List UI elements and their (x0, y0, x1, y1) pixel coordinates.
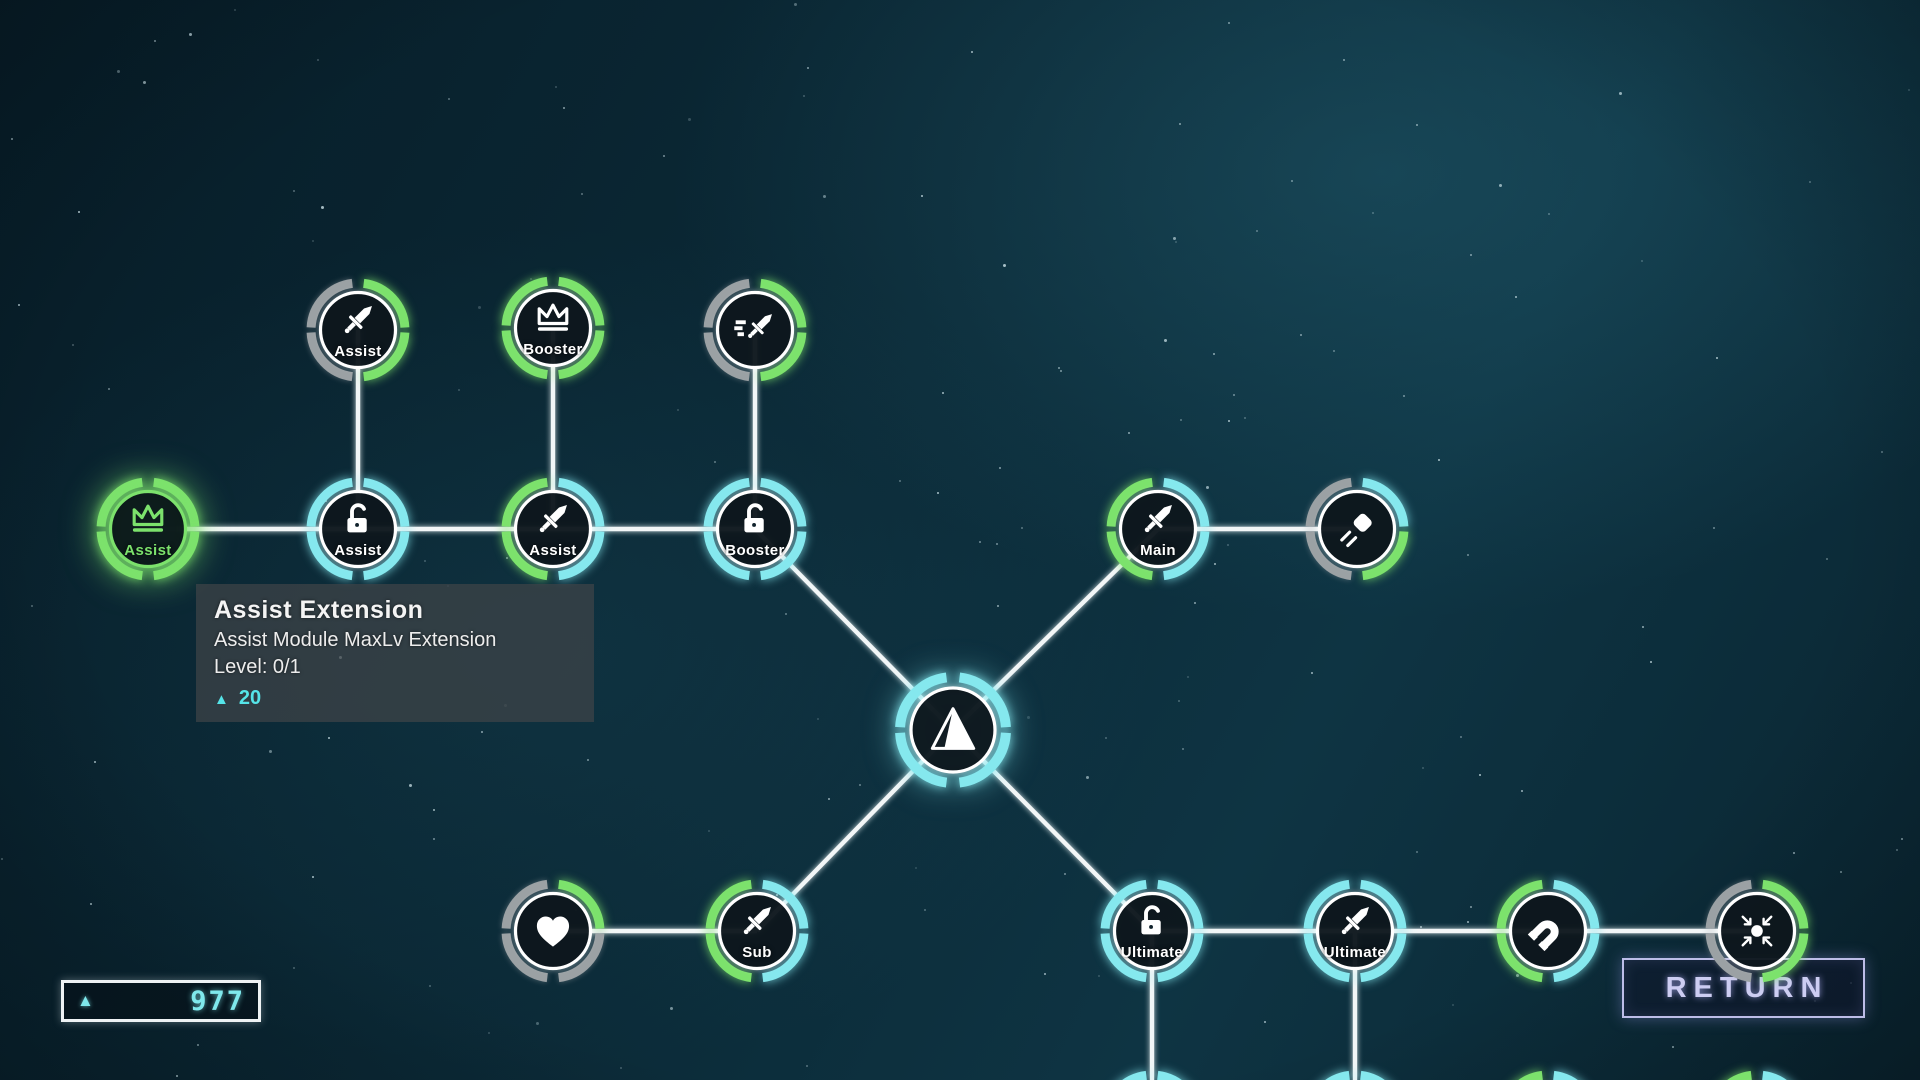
skill-node-label: Assist (124, 542, 172, 559)
skill-node-booster-speed[interactable] (695, 270, 815, 390)
currency-counter: ▲ 977 (61, 980, 261, 1022)
skill-node-label: Sub (742, 944, 772, 961)
skill-node-main-power[interactable]: Main (1098, 469, 1218, 589)
skill-node-collect[interactable] (1697, 871, 1817, 991)
pyramid-icon (930, 707, 976, 750)
tooltip-description: Assist Module MaxLv Extension (214, 628, 497, 651)
dagger-icon (743, 906, 771, 935)
skill-tooltip: Assist Extension Assist Module MaxLv Ext… (196, 584, 594, 722)
skill-node-sub-heart[interactable] (493, 871, 613, 991)
skill-node-offscreen-3[interactable] (1488, 1062, 1608, 1080)
skill-node-magnet[interactable] (1488, 871, 1608, 991)
lock-open-icon (347, 503, 367, 533)
lock-open-icon (744, 503, 764, 533)
missile-icon (1340, 513, 1372, 548)
skill-node-label: Assist (529, 542, 577, 559)
skill-node-assist-extension[interactable]: Assist (298, 270, 418, 390)
skill-node-ultimate-power[interactable]: Ultimate (1295, 871, 1415, 991)
skill-node-offscreen-1[interactable] (1092, 1062, 1212, 1080)
skill-node-booster-unlock[interactable]: Booster (695, 469, 815, 589)
skill-node-assist-unlock[interactable]: Assist (298, 469, 418, 589)
skill-node-label: Booster (725, 542, 785, 559)
dagger-speed-icon (734, 314, 772, 339)
tooltip-cost-value: 20 (238, 686, 262, 709)
skill-node-label: Assist (334, 343, 382, 360)
dagger-icon (344, 305, 372, 334)
triangle-up-icon: ▲ (214, 690, 229, 708)
skill-node-main-missile[interactable] (1297, 469, 1417, 589)
skill-node-booster-core[interactable]: Booster (493, 268, 613, 388)
skill-node-offscreen-2[interactable] (1295, 1062, 1415, 1080)
lock-open-icon (1141, 905, 1161, 935)
currency-value: 977 (190, 985, 245, 1017)
heart-icon (536, 916, 570, 947)
skill-node-label: Ultimate (1120, 944, 1184, 961)
skill-node-label: Main (1140, 542, 1176, 559)
skill-node-assist-power[interactable]: Assist (493, 469, 613, 589)
magnet-icon (1527, 920, 1559, 952)
tooltip-level: Level: 0/1 (214, 656, 301, 679)
skill-node-core[interactable] (885, 662, 1021, 798)
crown-icon (132, 504, 164, 532)
tooltip-cost: ▲ 20 (214, 687, 576, 710)
skill-node-assist-core[interactable]: Assist (88, 469, 208, 589)
skill-node-sub-power[interactable]: Sub (697, 871, 817, 991)
triangle-up-icon: ▲ (77, 991, 94, 1010)
dagger-icon (539, 504, 567, 533)
crown-icon (537, 303, 569, 331)
skill-node-label: Booster (523, 341, 583, 358)
converge-icon (1741, 915, 1773, 947)
dagger-icon (1341, 906, 1369, 935)
skill-node-label: Assist (334, 542, 382, 559)
skill-node-label: Ultimate (1323, 944, 1387, 961)
skill-node-offscreen-4[interactable] (1697, 1062, 1817, 1080)
skill-node-ultimate-unlock[interactable]: Ultimate (1092, 871, 1212, 991)
dagger-icon (1144, 504, 1172, 533)
tooltip-title: Assist Extension (214, 596, 424, 624)
